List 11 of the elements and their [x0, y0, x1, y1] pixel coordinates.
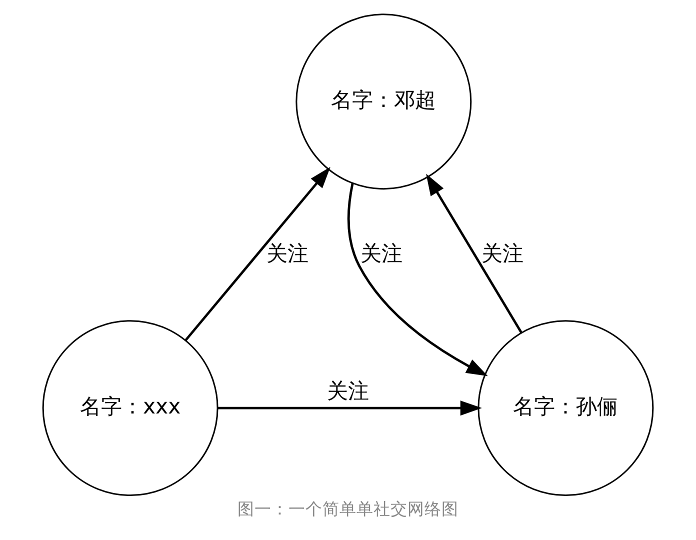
arrow — [184, 166, 330, 341]
arrow — [347, 183, 488, 376]
edge-label: 关注 — [266, 241, 308, 266]
node-circle: 名字：孙俪 — [478, 320, 654, 496]
node-circle: 名字：xxx — [42, 320, 218, 496]
edge-label: 关注 — [482, 241, 524, 266]
caption: 图一：一个简单单社交网络图 — [238, 500, 458, 519]
arrow — [426, 174, 522, 333]
edge-label: 关注 — [360, 241, 402, 266]
edge-label: 关注 — [327, 378, 369, 404]
arrow — [218, 400, 482, 416]
